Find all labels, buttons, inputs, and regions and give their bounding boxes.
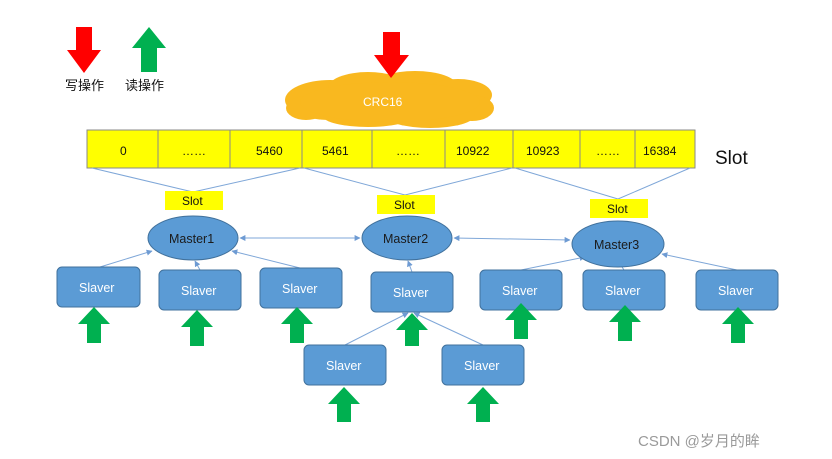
slave-node: Slaver xyxy=(695,269,779,311)
read-arrow-icon xyxy=(467,387,499,422)
master-node: Master3 xyxy=(571,220,665,268)
slot-range-lines xyxy=(91,167,691,200)
legend: 写操作 读操作 xyxy=(65,27,166,93)
slot-cell: 10923 xyxy=(526,144,560,158)
slot-cell: …… xyxy=(596,144,620,158)
slot-tag: Slot xyxy=(377,195,435,214)
read-arrow-icon xyxy=(181,310,213,346)
master-node: Master1 xyxy=(147,215,239,261)
slave-node: Slaver xyxy=(441,344,525,386)
slot-tag-label: Slot xyxy=(607,202,628,216)
read-arrow-icon xyxy=(281,307,313,343)
slave-node: Slaver xyxy=(582,269,666,311)
read-arrow-icon xyxy=(78,307,110,343)
slot-tag-label: Slot xyxy=(182,194,203,208)
slot-cell: …… xyxy=(396,144,420,158)
read-arrow-icon xyxy=(396,313,428,346)
slave-label: Slaver xyxy=(79,281,114,295)
slot-tag: Slot xyxy=(590,199,648,218)
slot-cell: 5460 xyxy=(256,144,283,158)
master-node: Master2 xyxy=(361,215,453,261)
slave-label: Slaver xyxy=(393,286,428,300)
slave-node: Slaver xyxy=(479,269,563,311)
master-label: Master3 xyxy=(594,238,639,252)
replication-links xyxy=(99,249,738,346)
slot-tag-label: Slot xyxy=(394,198,415,212)
slot-cell: …… xyxy=(182,144,206,158)
read-arrow-icon xyxy=(132,27,166,72)
read-arrow-icon xyxy=(328,387,360,422)
master-link xyxy=(453,235,571,243)
slot-title: Slot xyxy=(715,148,748,169)
read-arrow-icon xyxy=(722,307,754,343)
slave-label: Slaver xyxy=(326,359,361,373)
read-arrow-icon xyxy=(609,305,641,341)
read-arrow-icon xyxy=(505,303,537,339)
slave-label: Slaver xyxy=(464,359,499,373)
read-label: 读操作 xyxy=(125,78,164,93)
slave-label: Slaver xyxy=(718,284,753,298)
slot-bar: 0 …… 5460 5461 …… 10922 10923 …… 16384 xyxy=(86,129,696,169)
slave-node: Slaver xyxy=(370,271,454,313)
slot-cell: 0 xyxy=(120,144,127,158)
slave-label: Slaver xyxy=(181,284,216,298)
watermark: CSDN @岁月的眸 xyxy=(638,432,760,450)
master-label: Master2 xyxy=(383,232,428,246)
write-label: 写操作 xyxy=(65,78,104,93)
slave-node: Slaver xyxy=(158,269,242,311)
master-label: Master1 xyxy=(169,232,214,246)
slave-label: Slaver xyxy=(502,284,537,298)
write-arrow-icon xyxy=(374,32,409,78)
slot-tag: Slot xyxy=(165,191,223,210)
slave-label: Slaver xyxy=(282,282,317,296)
slave-node: Slaver xyxy=(56,266,141,308)
slave-node: Slaver xyxy=(259,267,343,309)
crc16-label: CRC16 xyxy=(363,95,403,109)
crc16-cloud xyxy=(285,71,494,128)
slave-node: Slaver xyxy=(303,344,387,386)
slot-cell: 16384 xyxy=(643,144,677,158)
write-arrow-icon xyxy=(67,27,101,73)
slot-cell: 10922 xyxy=(456,144,490,158)
slave-label: Slaver xyxy=(605,284,640,298)
slot-cell: 5461 xyxy=(322,144,349,158)
